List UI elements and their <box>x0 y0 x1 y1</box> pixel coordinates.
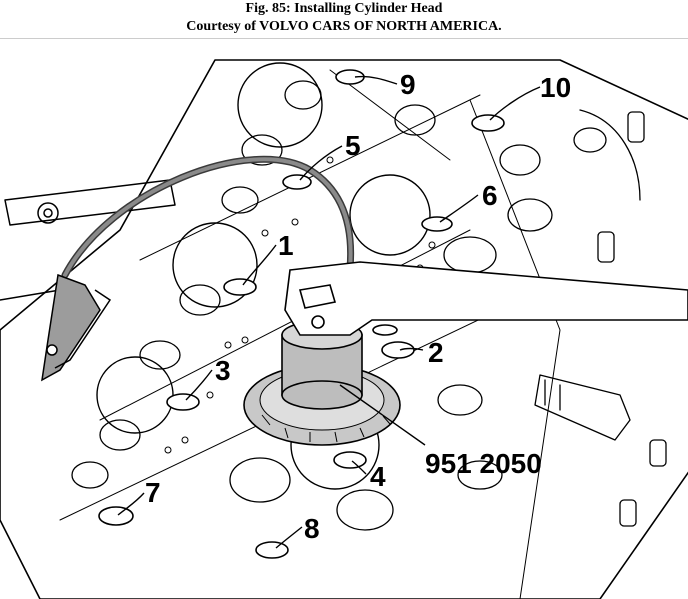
bolt-number-labels: 1 2 3 4 5 6 7 8 9 10 <box>145 69 571 544</box>
label-6: 6 <box>482 180 498 211</box>
cylinder-head-illustration: 1 2 3 4 5 6 7 8 9 10 951 2050 <box>0 59 688 599</box>
callout-leaders <box>117 75 541 549</box>
manifold-studs <box>534 109 667 527</box>
label-10: 10 <box>540 72 571 103</box>
label-5: 5 <box>345 130 361 161</box>
head-bolt-holes <box>98 69 505 559</box>
label-9: 9 <box>400 69 416 100</box>
holding-bracket <box>0 179 176 301</box>
label-7: 7 <box>145 477 161 508</box>
tool-number-label: 951 2050 <box>425 448 542 479</box>
caption-divider <box>0 38 688 39</box>
angle-gauge-tool <box>243 261 688 446</box>
figure-title: Fig. 85: Installing Cylinder Head <box>245 1 443 16</box>
label-2: 2 <box>428 337 444 368</box>
label-1: 1 <box>278 230 294 261</box>
figure-credit: Courtesy of VOLVO CARS OF NORTH AMERICA. <box>186 19 502 34</box>
label-4: 4 <box>370 461 386 492</box>
label-3: 3 <box>215 355 231 386</box>
label-8: 8 <box>304 513 320 544</box>
ground-clip <box>41 273 112 382</box>
